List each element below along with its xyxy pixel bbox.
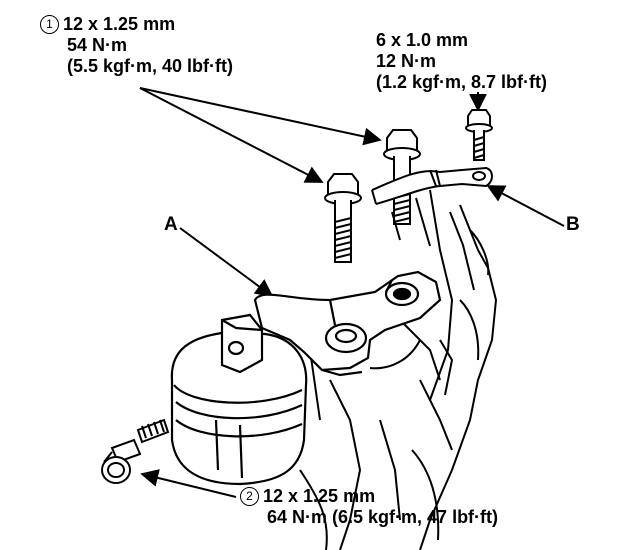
callout-1-torque: 54 N·m — [67, 35, 128, 55]
callout-2-size: 6 x 1.0 mm — [376, 30, 469, 50]
arrow-callout1-right — [139, 87, 382, 146]
callout-1-marker: 1 — [40, 15, 59, 34]
callout-2-torque: 12 N·m — [376, 51, 437, 71]
label-a: A — [164, 214, 178, 235]
ground-cable-b — [371, 166, 493, 247]
label-b: B — [566, 214, 580, 235]
callout-1-size: 12 x 1.25 mm — [63, 14, 176, 34]
callout-3-size: 12 x 1.25 mm — [263, 486, 376, 506]
callout-3-marker: 2 — [240, 487, 259, 506]
mount-bracket-a — [253, 270, 442, 377]
arrow-label-a — [179, 227, 274, 298]
bolt-1-left — [324, 173, 362, 263]
bolt-small — [465, 109, 493, 161]
callout-1-alt: (5.5 kgf·m, 40 lbf·ft) — [67, 56, 234, 76]
callout-2: 6 x 1.0 mm 12 N·m (1.2 kgf·m, 8.7 lbf·ft… — [376, 30, 547, 93]
arrow-callout1-left — [139, 87, 324, 183]
mount-cushion — [170, 330, 308, 486]
arrow-label-b — [486, 185, 565, 227]
callout-3-torque: 64 N·m (6.5 kgf·m, 47 lbf·ft) — [267, 507, 499, 527]
leader-arrows — [139, 87, 565, 498]
bolt-2 — [101, 418, 170, 484]
mount-stud-block — [220, 313, 264, 374]
arrow-callout3 — [140, 469, 237, 498]
callout-2-alt: (1.2 kgf·m, 8.7 lbf·ft) — [376, 72, 548, 92]
